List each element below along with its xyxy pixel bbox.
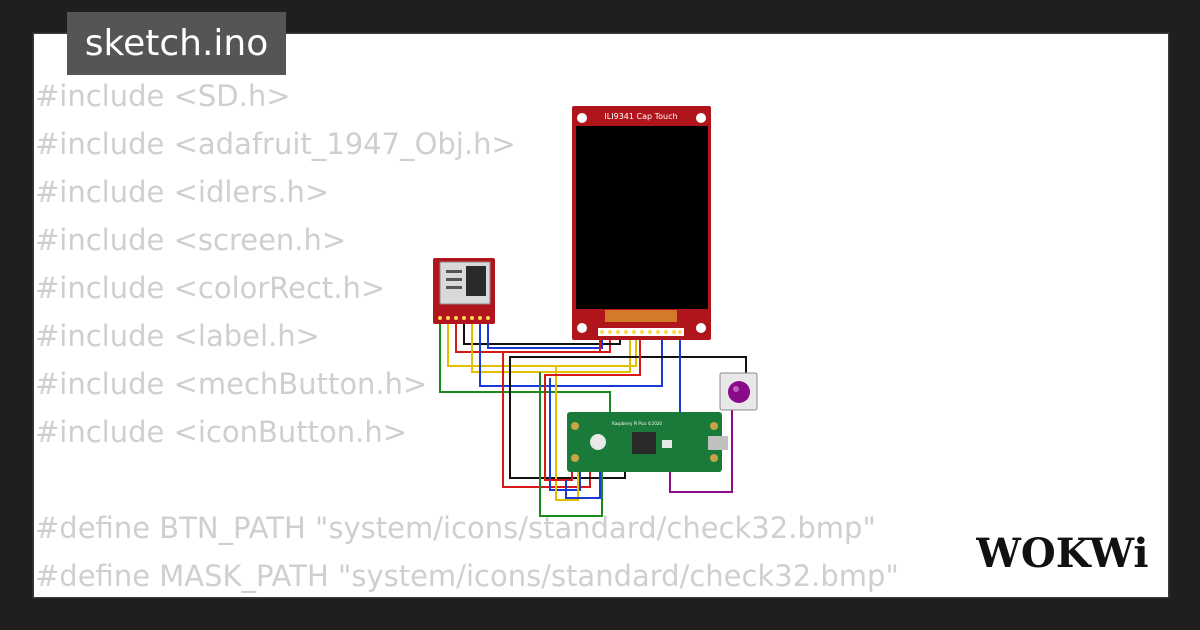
wire-red-2 xyxy=(502,338,601,488)
logo-text: WOKWi xyxy=(976,530,1148,577)
wire-yellow-1 xyxy=(447,322,637,367)
wires xyxy=(439,322,747,517)
code-line: #include <screen.h> xyxy=(35,223,347,257)
raspberry-pi-pico: Raspberry Pi Pico ©2020 xyxy=(567,412,728,472)
wire-purple xyxy=(669,405,733,493)
code-line: #include <iconButton.h> xyxy=(35,415,408,449)
wire-red-3 xyxy=(544,338,641,481)
wire-yellow-2 xyxy=(471,322,631,373)
wire-black-2 xyxy=(509,356,747,479)
code-line: #include <adafruit_1947_Obj.h> xyxy=(35,127,516,161)
wire-green-2 xyxy=(539,372,603,517)
code-line: #include <label.h> xyxy=(35,319,320,353)
pico-label: Raspberry Pi Pico ©2020 xyxy=(612,421,662,426)
ili9341-display: ILI9341 Cap Touch xyxy=(572,106,711,340)
raspberry-logo-icon xyxy=(590,434,606,450)
file-tab[interactable]: sketch.ino xyxy=(67,12,286,75)
code-line: #include <colorRect.h> xyxy=(35,271,386,305)
display-title: ILI9341 Cap Touch xyxy=(604,112,677,121)
code-line: #include <mechButton.h> xyxy=(35,367,428,401)
wire-blue-2 xyxy=(487,322,603,349)
wokwi-logo: WOKWi xyxy=(976,530,1148,577)
wire-blue-5 xyxy=(565,470,601,499)
code-editor: #include <SD.h> #include <adafruit_1947_O… xyxy=(35,72,899,600)
wire-yellow-3 xyxy=(555,366,579,501)
wire-blue-1 xyxy=(479,322,663,387)
wire-black-1 xyxy=(463,322,621,345)
pushbutton xyxy=(719,372,758,411)
file-tab-label: sketch.ino xyxy=(84,23,269,64)
code-line: #include <SD.h> xyxy=(35,79,291,113)
code-line: #include <idlers.h> xyxy=(35,175,330,209)
code-line: #define MASK_PATH "system/icons/standard… xyxy=(35,559,899,593)
sd-card-module xyxy=(433,258,495,324)
wire-green-1 xyxy=(439,322,611,412)
